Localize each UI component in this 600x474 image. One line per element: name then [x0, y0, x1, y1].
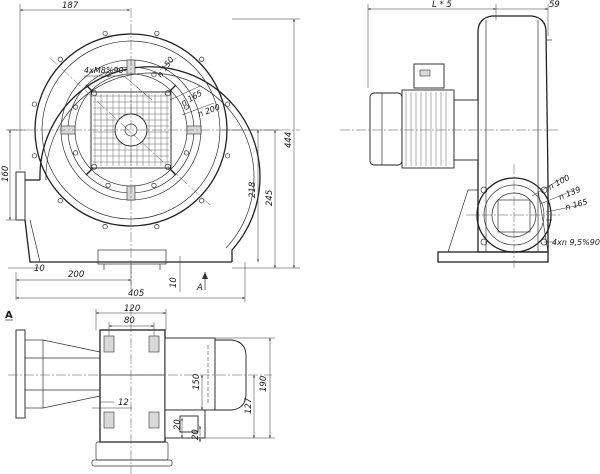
dim-10-left: 10	[34, 264, 45, 274]
dim-444: 444	[284, 132, 294, 148]
side-callouts: n 100 n 139 n 165 4хn 9,5%90-	[531, 173, 600, 247]
dim-245: 245	[265, 190, 275, 206]
dim-80: 80	[124, 316, 135, 326]
section-mark-a: А	[196, 283, 203, 293]
dim-190: 190	[259, 376, 269, 392]
side-dimensions: L * 5 59	[367, 0, 560, 88]
dim-187: 187	[62, 1, 79, 11]
view-a-dimensions: 120 80 190 150 127 12 20 20	[92, 304, 275, 442]
dim-59: 59	[549, 0, 560, 10]
callout-4x95: 4хn 9,5%90-	[552, 238, 600, 247]
dim-200: 200	[68, 270, 84, 280]
side-housing	[477, 15, 549, 253]
callout-d200: n 200	[197, 103, 222, 119]
callout-4xm8: 4хМ8%90-	[84, 66, 127, 75]
side-base	[437, 189, 549, 263]
dim-127: 127	[244, 397, 254, 414]
dim-120: 120	[124, 304, 140, 314]
callout-d165: n 165	[180, 88, 204, 107]
dim-10-bottom: 10	[169, 277, 179, 288]
view-a-label: А	[5, 310, 13, 321]
bolt-holes	[31, 30, 231, 230]
front-base	[15, 171, 232, 270]
dim-20-upper: 20	[173, 419, 183, 430]
dim-12: 12	[118, 398, 129, 408]
motor	[369, 63, 479, 169]
dim-20-lower: 20	[191, 429, 201, 440]
view-a: А 120	[5, 304, 275, 474]
dim-150: 150	[192, 374, 202, 390]
front-view: 187 444 245 218 160 10 200 405 1	[1, 1, 300, 302]
side-view: L * 5 59 n 100 n 139 n 165 4хn 9,5%90-	[340, 0, 600, 268]
dim-160: 160	[1, 166, 11, 182]
dim-length: L * 5	[432, 0, 452, 10]
front-dimensions: 187 444 245 218 160 10 200 405 1	[1, 1, 300, 302]
callout-d165: n 165	[564, 197, 588, 212]
dim-218: 218	[248, 181, 258, 198]
dim-405: 405	[128, 289, 144, 299]
